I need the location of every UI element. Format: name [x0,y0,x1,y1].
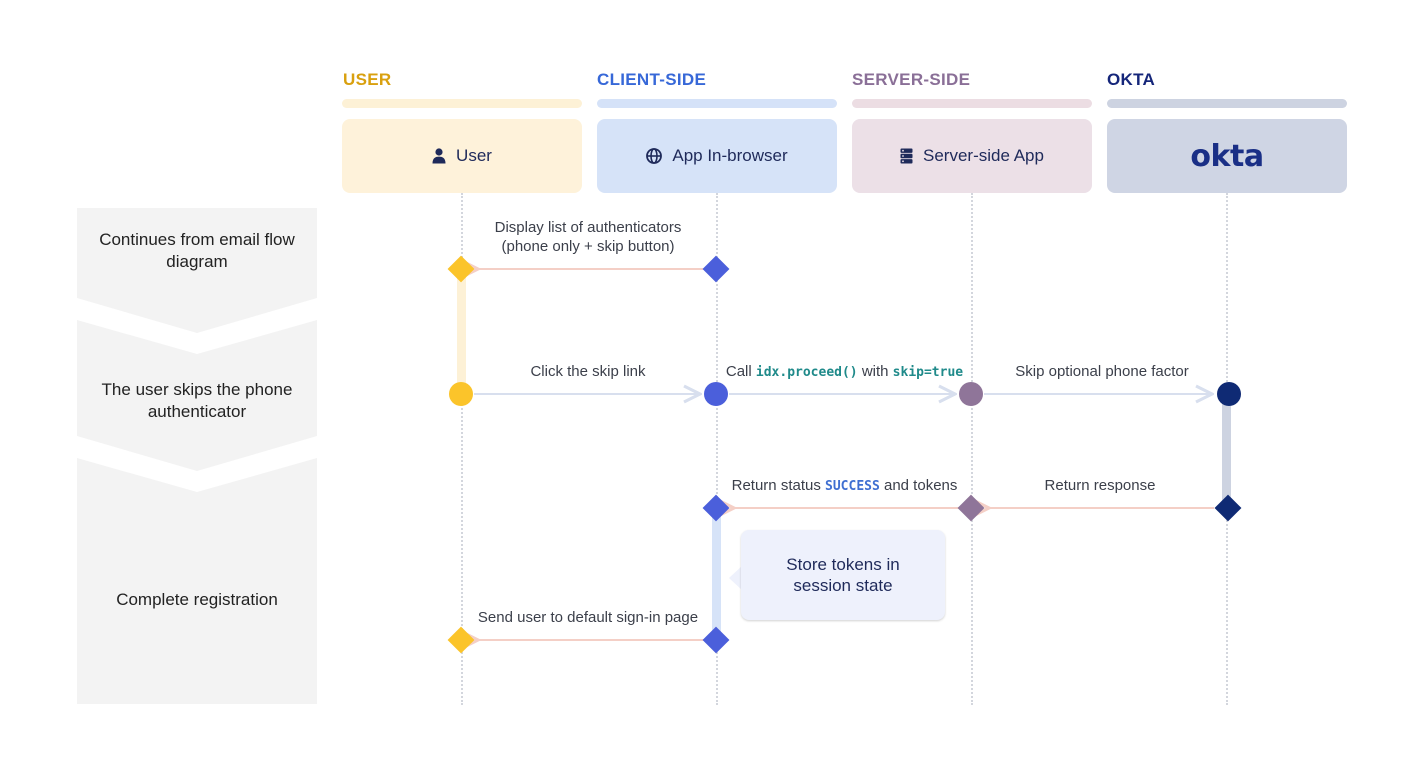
lane-box-okta: okta [1107,119,1347,193]
globe-icon [646,148,663,164]
lane-box-label-server: Server-side App [923,146,1044,165]
lane-box-user: User [342,119,582,193]
message-skip-optional: Skip optional phone factor [1015,363,1189,380]
code-success: SUCCESS [825,479,880,494]
node-user-circle [449,382,473,406]
message-display-list: Display list of authenticators (phone on… [468,218,708,256]
lane-box-label-user: User [456,146,492,165]
node-client-diamond-3 [702,626,730,654]
node-server-diamond [957,494,985,522]
node-user-diamond-2 [447,626,475,654]
message-call-prefix: Call [725,363,752,380]
node-server-circle [959,382,983,406]
message-return-status: Return status SUCCESS and tokens [722,476,967,496]
step-label-continues: Continues from email flow diagram [99,229,295,271]
activation-bar-client [712,508,721,640]
lifeline-user [461,193,463,705]
lane-title-client: CLIENT-SIDE [597,70,707,89]
activation-bar-okta [1222,394,1231,508]
message-call-middle: with [861,363,889,380]
message-click-skip: Click the skip link [530,363,646,380]
step-label-complete: Complete registration [116,590,278,609]
message-display-list-line1: Display list of authenticators [494,219,682,236]
lane-bar-client [597,99,837,108]
lane-box-label-client: App In-browser [672,146,788,165]
node-okta-circle [1217,382,1241,406]
lane-title-server: SERVER-SIDE [852,70,971,89]
note-text: Store tokens in session state [786,555,900,595]
message-return-response: Return response [1044,477,1156,494]
note-store-tokens: Store tokens in session state [741,530,945,620]
lifeline-server [971,193,973,705]
lane-bar-okta [1107,99,1347,108]
lane-box-server: Server-side App [852,119,1092,193]
person-icon [432,148,446,164]
code-idx-proceed: idx.proceed() [755,365,858,380]
lane-box-client: App In-browser [597,119,837,193]
message-return-status-suffix: and tokens [883,477,958,494]
node-client-diamond-1 [702,255,730,283]
node-user-diamond-1 [447,255,475,283]
note-tail [729,566,742,590]
lane-title-okta: OKTA [1107,70,1156,89]
lane-bar-user [342,99,582,108]
server-icon [900,148,913,164]
node-client-diamond-2 [702,494,730,522]
lifeline-client [716,193,718,705]
activation-bar-user [457,270,466,394]
lane-title-user: USER [343,70,392,89]
message-call-proceed: Call idx.proceed() with skip=true [722,362,967,382]
step-label-skip: The user skips the phone authenticator [101,379,293,421]
step-complete: Complete registration [77,458,317,704]
message-return-status-prefix: Return status [731,477,821,494]
message-display-list-line2: (phone only + skip button) [501,238,675,255]
lane-bar-server [852,99,1092,108]
node-client-circle [704,382,728,406]
node-okta-diamond [1214,494,1242,522]
okta-logo: okta [1190,138,1264,174]
message-send-user: Send user to default sign-in page [477,609,699,626]
code-skip-true: skip=true [892,365,964,380]
